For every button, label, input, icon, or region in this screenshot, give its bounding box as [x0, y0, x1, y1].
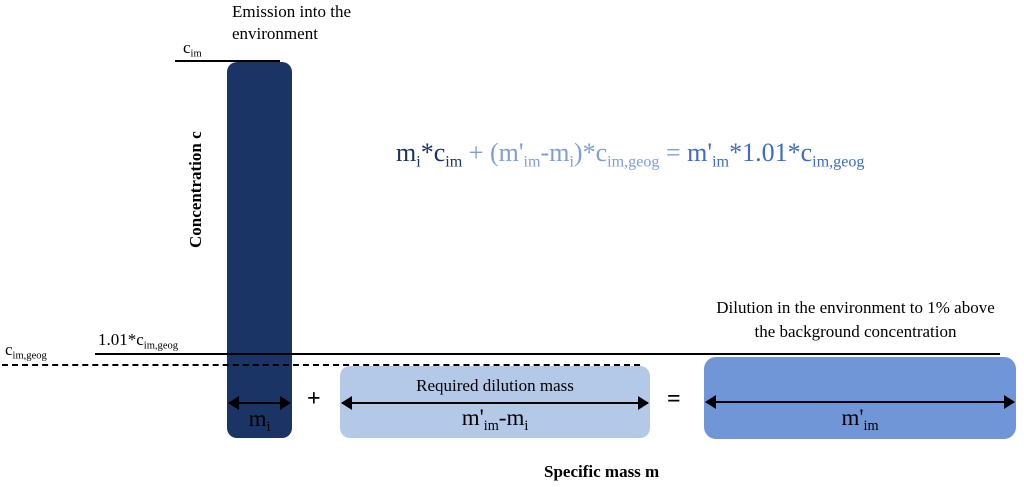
dilution-mass-label: m'im-mi	[461, 405, 529, 434]
background-level-dashed-line	[2, 364, 640, 366]
mi-double-arrow	[228, 396, 291, 410]
emission-caption-line2: environment	[232, 24, 318, 43]
c-im-level-line	[175, 60, 280, 62]
background-level-label: cim,geog	[5, 340, 47, 362]
dilution-caption-line2: the background concentration	[754, 322, 957, 341]
equals-sign: =	[667, 386, 681, 412]
required-dilution-label: Required dilution mass	[416, 376, 574, 395]
target-level-line	[95, 353, 1000, 355]
mi-label: mi	[248, 406, 271, 435]
target-level-label: 1.01*cim,geog	[98, 330, 179, 352]
plus-sign: +	[307, 386, 321, 412]
eq-term2: (m'im-mi)*cim,geog	[489, 138, 660, 171]
dilution-caption-line1: Dilution in the environment to 1% above	[716, 298, 995, 317]
dilution-caption: Dilution in the environment to 1% above …	[683, 296, 1024, 344]
c-im-base: c	[183, 38, 191, 57]
dilution-double-arrow	[341, 396, 649, 410]
total-mass-box	[704, 357, 1016, 439]
eq-equals: =	[659, 138, 688, 167]
emission-caption: Emission into the environment	[232, 1, 351, 45]
eq-term3: m'im*1.01*cim,geog	[687, 138, 865, 171]
mass-balance-equation: mi*cim + (m'im-mi)*cim,geog = m'im*1.01*…	[396, 138, 865, 172]
emission-caption-line1: Emission into the	[232, 2, 351, 21]
c-im-label: cim	[183, 38, 202, 60]
x-axis-label: Specific mass m	[544, 462, 660, 481]
emission-bar	[227, 62, 292, 438]
y-axis-label: Concentration c	[186, 131, 205, 248]
eq-plus: +	[462, 138, 490, 167]
c-im-sub: im	[190, 48, 202, 60]
total-mass-label: m'im	[841, 405, 879, 434]
total-double-arrow	[705, 395, 1015, 409]
eq-term1: mi*cim	[396, 138, 463, 171]
